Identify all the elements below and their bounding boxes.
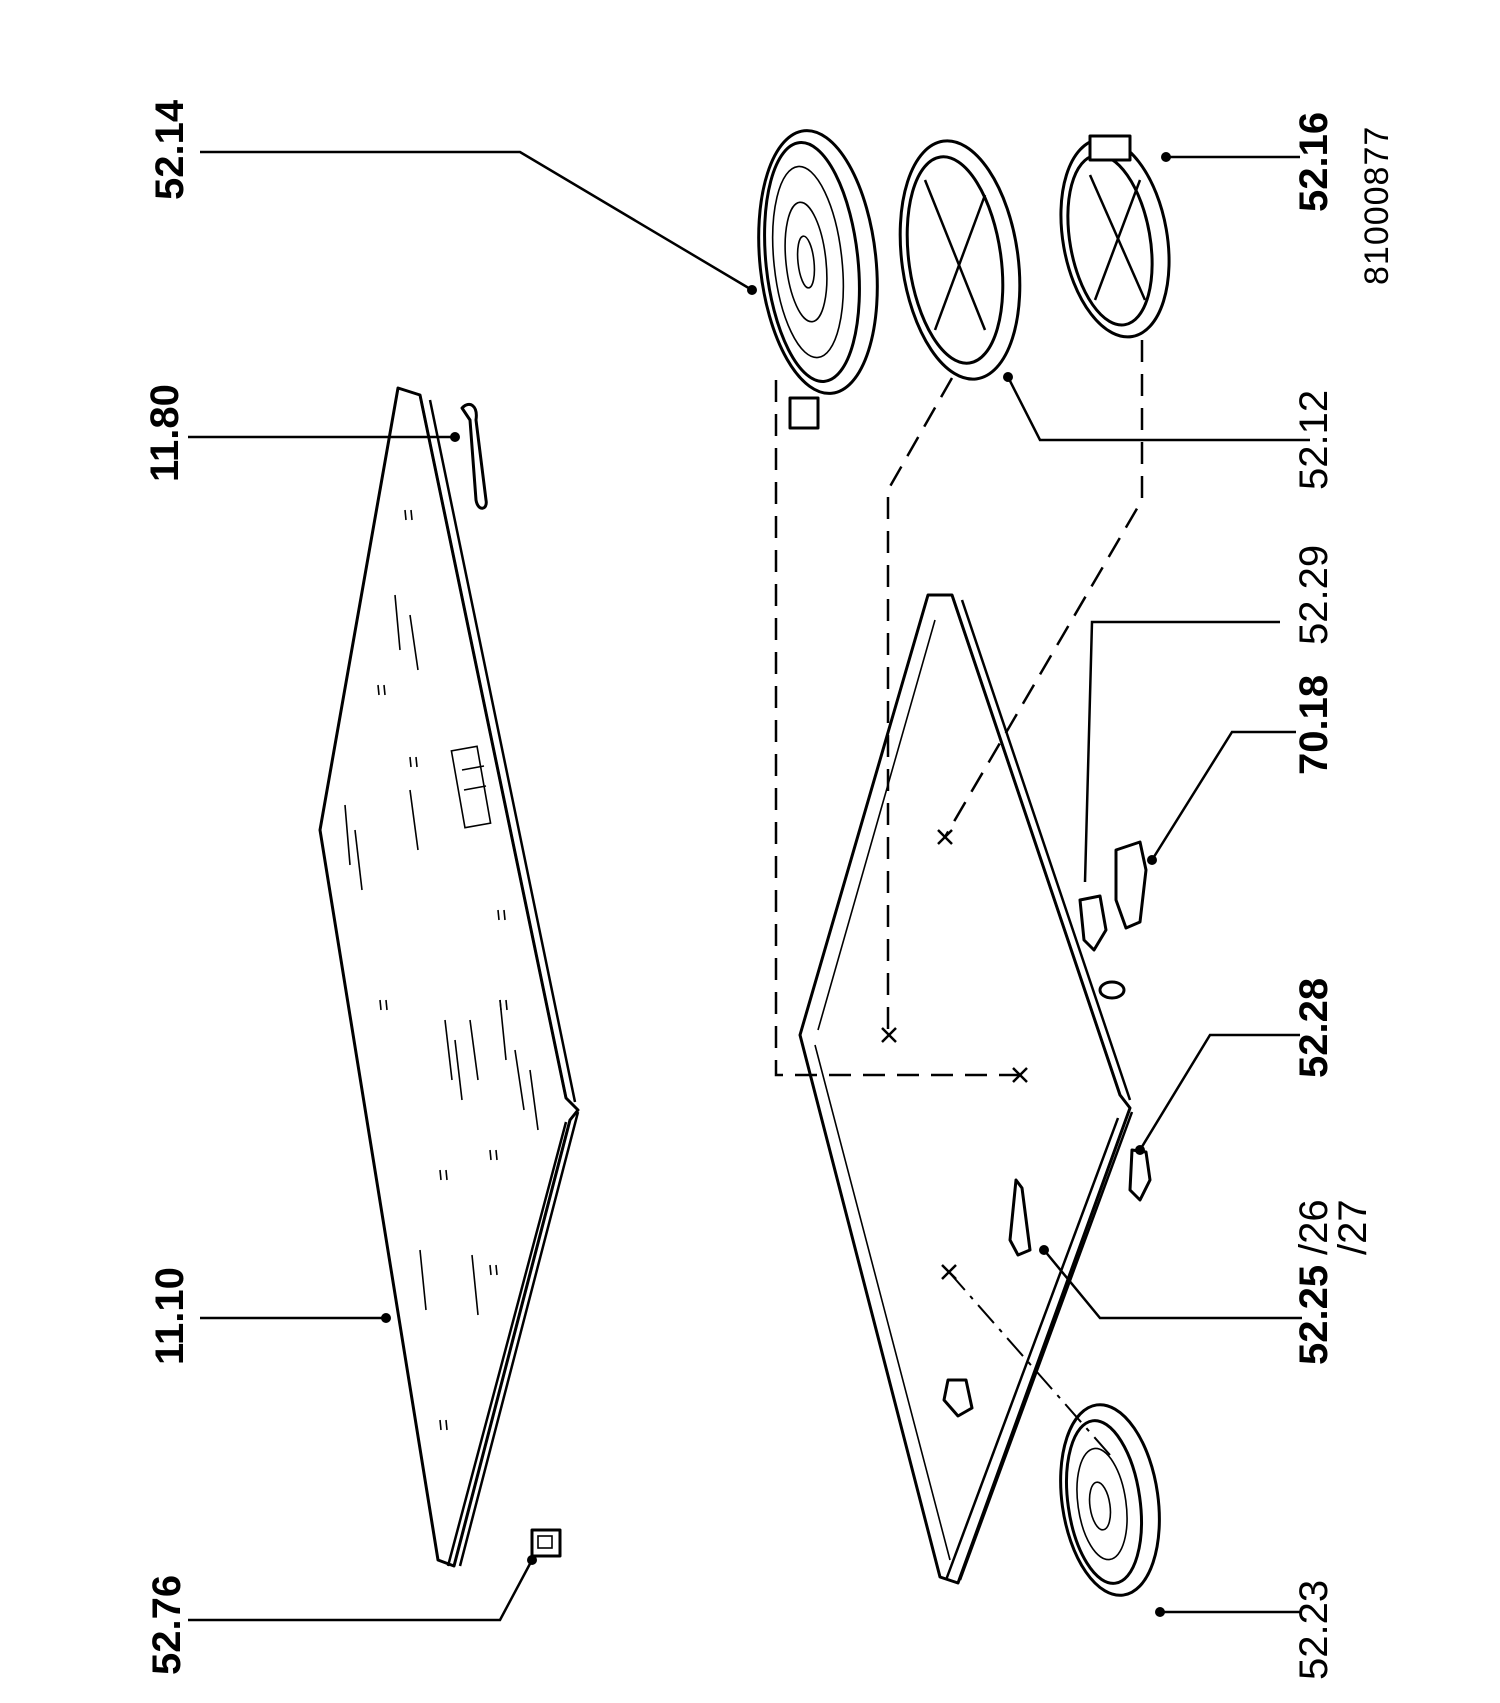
label-52-76: 52.76 bbox=[145, 1575, 189, 1675]
leader-lines bbox=[188, 150, 1310, 1622]
mounting-clip-52-76 bbox=[527, 1528, 562, 1565]
part-labels: 52.14 11.80 11.10 52.76 52.16 52.12 52.2… bbox=[143, 99, 1396, 1680]
glass-top-panel bbox=[318, 386, 580, 1568]
hotplate-52-14 bbox=[747, 129, 879, 430]
clip-52-28 bbox=[1128, 1145, 1152, 1202]
drawing-reference-number: 81000877 bbox=[1358, 126, 1396, 285]
label-11-80: 11.80 bbox=[143, 384, 187, 482]
assembly-guide-lines bbox=[774, 340, 1144, 1456]
label-52-29: 52.29 bbox=[1292, 545, 1336, 645]
label-26: /26 bbox=[1292, 1199, 1336, 1255]
hotplate-52-23 bbox=[1059, 1403, 1165, 1617]
label-52-16: 52.16 bbox=[1292, 112, 1336, 212]
label-52-14: 52.14 bbox=[148, 99, 192, 200]
hotplate-52-16 bbox=[1059, 134, 1171, 339]
label-52-23: 52.23 bbox=[1292, 1580, 1336, 1680]
side-trim-strip bbox=[450, 403, 488, 510]
thermostat-assembly bbox=[1078, 840, 1157, 1000]
label-27: /27 bbox=[1331, 1199, 1375, 1255]
hob-frame bbox=[798, 593, 1134, 1585]
label-11-10: 11.10 bbox=[148, 1267, 192, 1365]
label-70-18: 70.18 bbox=[1292, 675, 1336, 775]
hotplate-52-12 bbox=[898, 139, 1022, 382]
label-52-28: 52.28 bbox=[1292, 978, 1336, 1078]
label-52-25: 52.25 bbox=[1292, 1265, 1336, 1365]
label-52-12: 52.12 bbox=[1292, 390, 1336, 490]
